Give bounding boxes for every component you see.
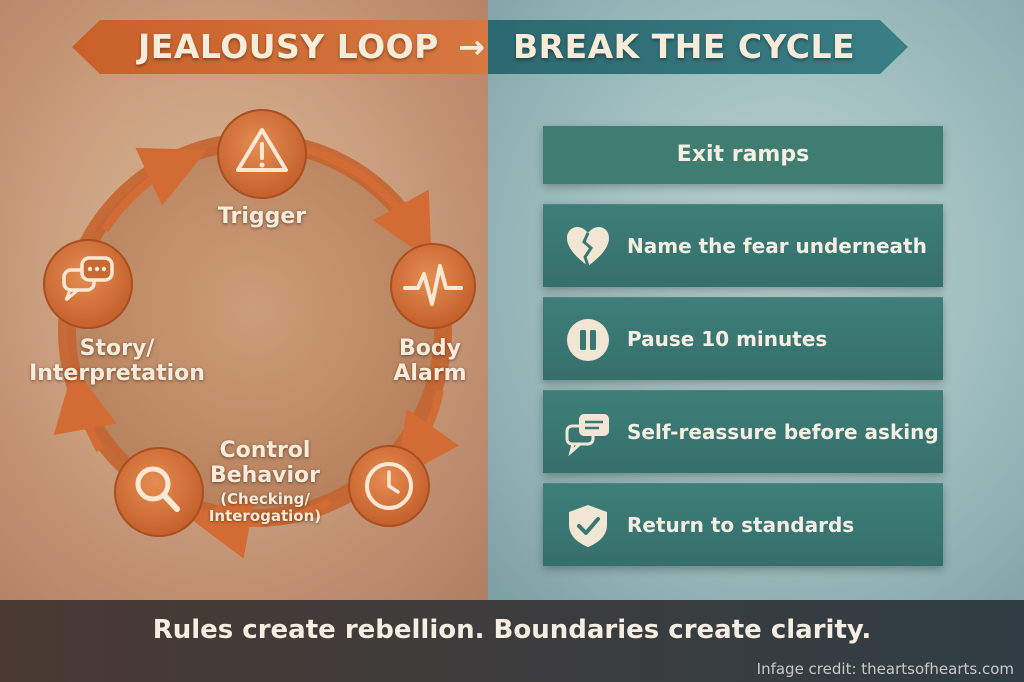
node-label-story-line-1: Story/ — [79, 336, 155, 361]
exit-ramp-label: Return to standards — [627, 513, 855, 537]
node-label-control-behavior: Control Behavior (Checking/ Interogation… — [195, 438, 335, 525]
exit-ramp-label: Pause 10 minutes — [627, 327, 828, 351]
cycle-arrow-3 — [186, 495, 332, 559]
footer-band — [0, 600, 1024, 682]
exit-ramp-return-standards: Return to standards — [543, 483, 943, 566]
broken-heart-icon — [567, 227, 609, 267]
node-trigger — [217, 109, 307, 199]
node-body-alarm — [390, 243, 476, 329]
node-label-story: Story/ Interpretation — [22, 336, 212, 387]
node-sublabel-control-line-2: Interogation) — [208, 506, 322, 525]
exit-ramps-header: Exit ramps — [543, 126, 943, 184]
node-clock — [348, 445, 430, 527]
exit-ramp-self-reassure: Self-reassure before asking — [543, 390, 943, 473]
shield-check-icon — [569, 505, 607, 547]
node-label-control-line-1: Control — [219, 438, 311, 463]
footer-tagline: Rules create rebellion. Boundaries creat… — [152, 615, 872, 645]
node-sublabel-control-line-1: (Checking/ — [220, 489, 310, 508]
banner-right-shape — [488, 20, 908, 74]
banner-left-shape — [72, 20, 488, 74]
exit-ramp-pause: Pause 10 minutes — [543, 297, 943, 380]
exit-ramp-label: Self-reassure before asking — [627, 420, 939, 444]
jealousy-cycle-diagram — [43, 109, 476, 559]
banner-title-right: BREAK THE CYCLE — [513, 27, 856, 66]
node-label-body-alarm-line-1: Body — [399, 336, 461, 361]
exit-ramp-label: Name the fear underneath — [627, 234, 927, 258]
banner-title-left: JEALOUSY LOOP — [138, 27, 439, 66]
title-banner — [72, 20, 908, 74]
exit-ramp-name-fear: Name the fear underneath — [543, 204, 943, 287]
node-label-body-alarm: Body Alarm — [380, 336, 480, 387]
cycle-arrow-4 — [53, 366, 117, 452]
banner-arrow-icon: → — [458, 28, 485, 66]
warning-icon — [236, 128, 288, 172]
speech-bubbles-icon — [565, 414, 609, 456]
node-story — [43, 239, 133, 329]
magnifier-icon — [135, 466, 180, 512]
pause-icon — [567, 319, 609, 361]
image-credit: Infage credit: theartsofhearts.com — [756, 660, 1014, 678]
node-label-control-line-2: Behavior — [209, 463, 321, 489]
node-label-story-line-2: Interpretation — [29, 361, 205, 387]
clock-icon — [365, 462, 413, 510]
node-label-trigger: Trigger — [217, 204, 307, 229]
node-magnifier — [114, 447, 204, 537]
chat-bubbles-icon — [62, 256, 114, 302]
cycle-arrow-5 — [101, 147, 207, 233]
node-label-body-alarm-line-2: Alarm — [393, 361, 467, 387]
cycle-disc — [67, 142, 443, 518]
cycle-arrow-1 — [299, 144, 432, 262]
heartbeat-icon — [403, 264, 463, 306]
